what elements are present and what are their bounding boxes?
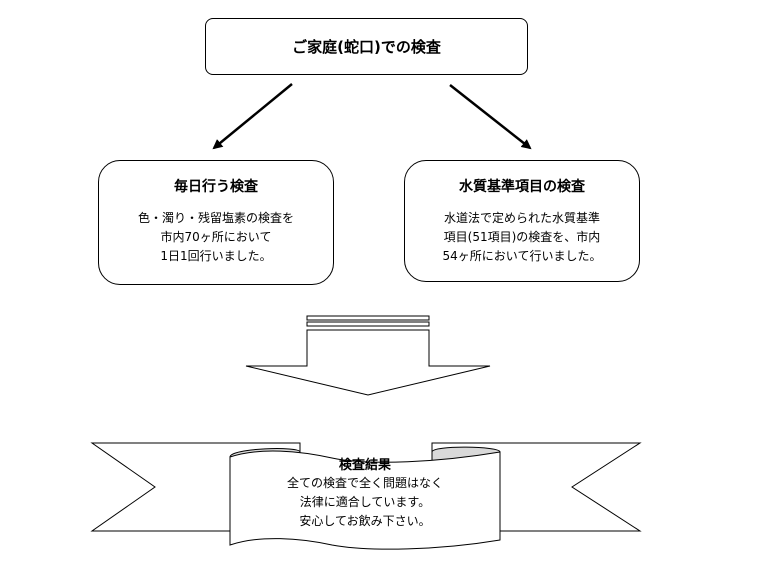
home-tap-inspection-label: ご家庭(蛇口)での検査 <box>292 38 441 56</box>
daily-inspection-line: 1日1回行いました。 <box>160 249 272 263</box>
down-block-arrow <box>245 315 491 396</box>
inspection-result: 検査結果 全ての検査で全く問題はなく 法律に適合しています。 安心してお飲み下さ… <box>230 457 500 531</box>
arrow-to-right-box <box>449 84 532 150</box>
home-tap-inspection-box: ご家庭(蛇口)での検査 <box>205 18 528 75</box>
quality-standard-inspection-box: 水質基準項目の検査 水道法で定められた水質基準 項目(51項目)の検査を、市内 … <box>404 160 640 282</box>
daily-inspection-box: 毎日行う検査 色・濁り・残留塩素の検査を 市内70ヶ所において 1日1回行いまし… <box>98 160 334 285</box>
quality-standard-inspection-description: 水道法で定められた水質基準 項目(51項目)の検査を、市内 54ヶ所において行い… <box>405 209 639 266</box>
daily-inspection-title: 毎日行う検査 <box>174 179 258 195</box>
inspection-result-line: 法律に適合しています。 <box>299 495 431 509</box>
daily-inspection-description: 色・濁り・残留塩素の検査を 市内70ヶ所において 1日1回行いました。 <box>99 209 333 266</box>
quality-standard-inspection-line: 水道法で定められた水質基準 <box>443 211 600 225</box>
result-ribbon <box>90 442 642 550</box>
daily-inspection-line: 市内70ヶ所において <box>160 230 272 244</box>
daily-inspection-line: 色・濁り・残留塩素の検査を <box>137 211 294 225</box>
inspection-result-line: 全ての検査で全く問題はなく <box>286 476 443 490</box>
inspection-result-line: 安心してお飲み下さい。 <box>299 514 431 528</box>
quality-standard-inspection-line: 54ヶ所において行いました。 <box>442 249 602 263</box>
inspection-result-title: 検査結果 <box>338 458 391 473</box>
quality-standard-inspection-title: 水質基準項目の検査 <box>459 179 585 195</box>
arrow-to-left-box <box>212 83 293 150</box>
inspection-result-description: 全ての検査で全く問題はなく 法律に適合しています。 安心してお飲み下さい。 <box>230 474 500 531</box>
quality-standard-inspection-line: 項目(51項目)の検査を、市内 <box>443 230 601 244</box>
